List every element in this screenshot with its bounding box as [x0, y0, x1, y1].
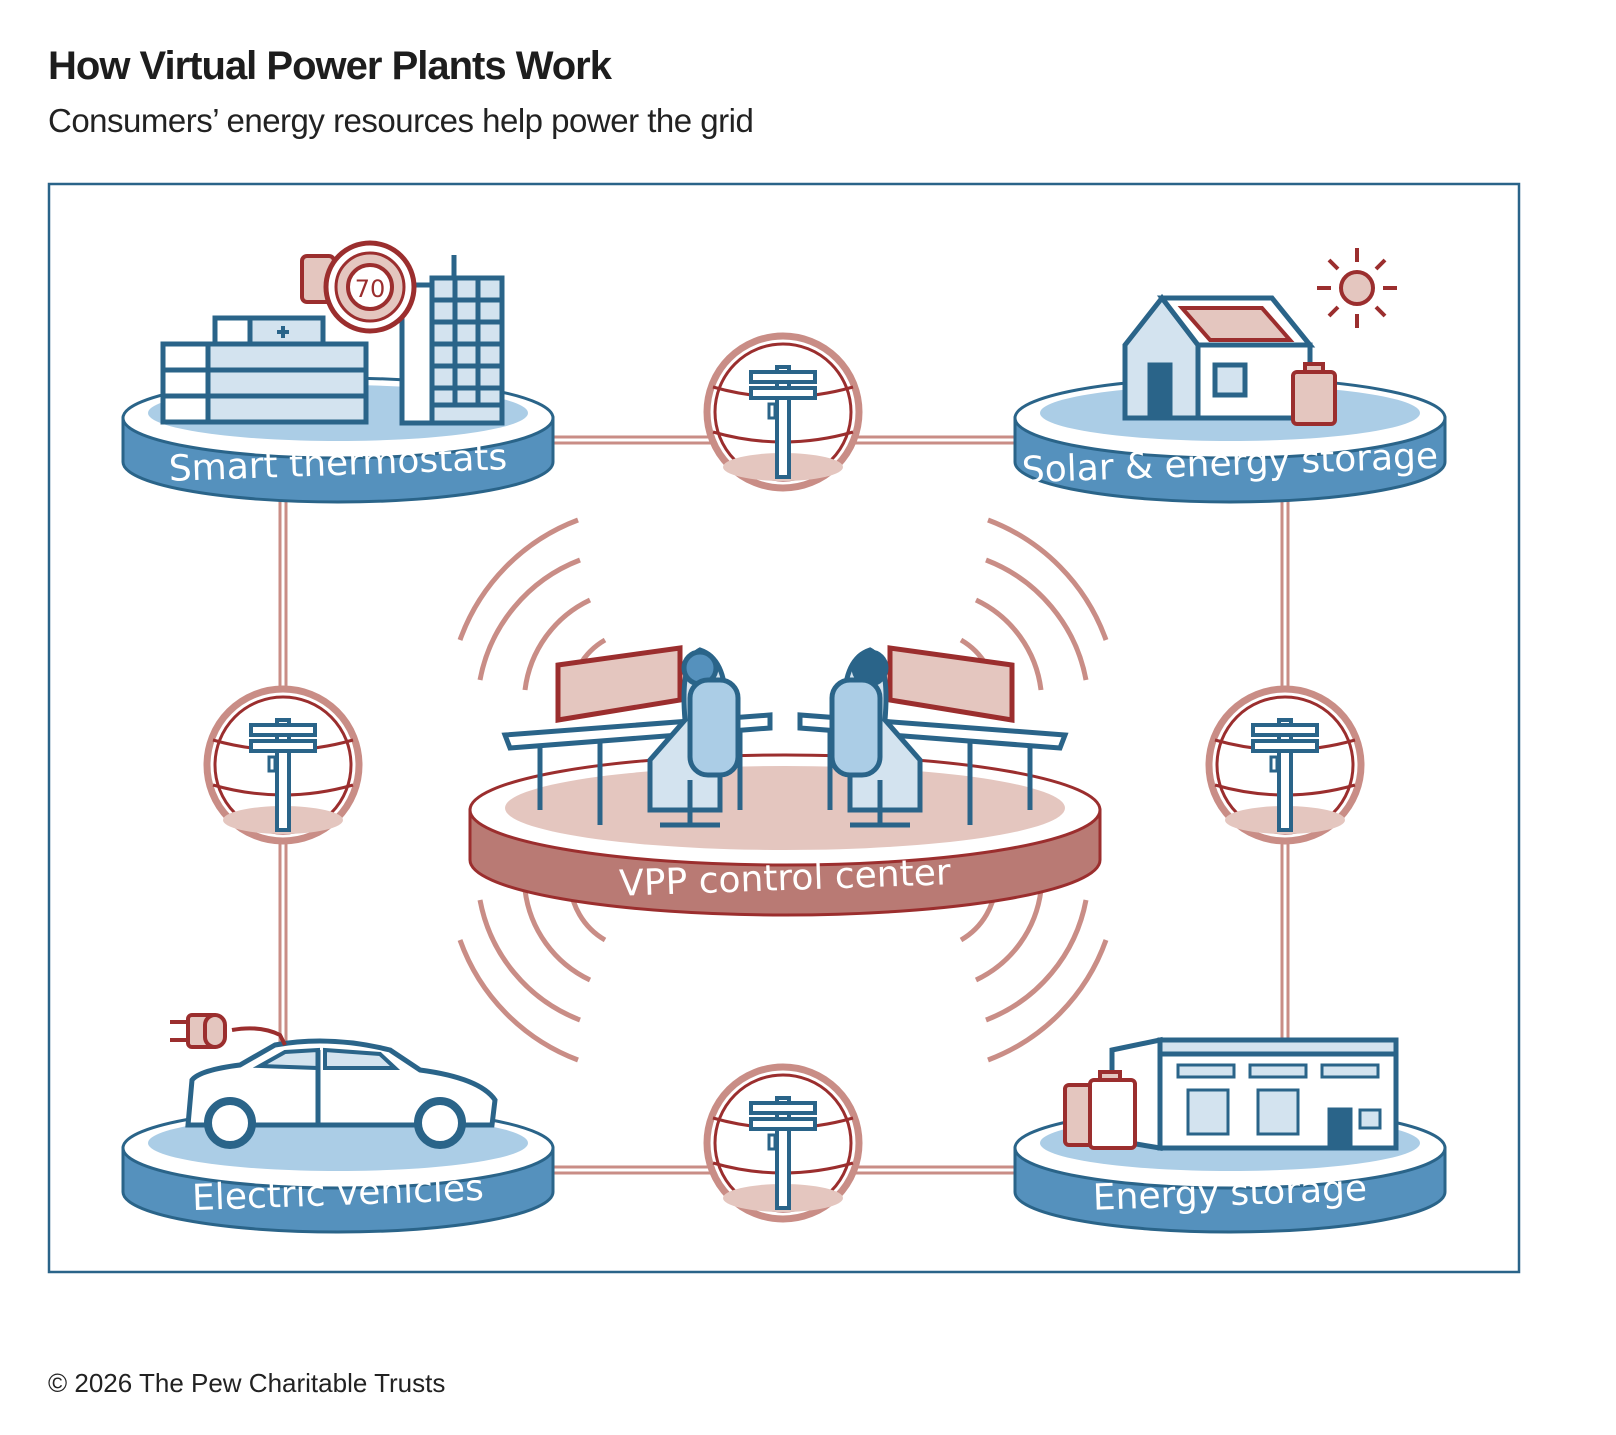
operator-workstation-icon — [797, 645, 1069, 828]
node-solar-energy-storage: Solar & energy storage — [1013, 248, 1447, 504]
hospital-building-icon — [160, 315, 369, 425]
power-pole-icon-bottom — [703, 1063, 863, 1223]
plug-icon — [170, 1013, 287, 1049]
house-icon — [1122, 293, 1316, 421]
thermostat-icon: 70 — [323, 240, 417, 334]
thermostat-reading: 70 — [355, 275, 386, 303]
sun-icon — [1317, 248, 1397, 328]
operator-workstation-icon — [501, 645, 773, 828]
battery-icon — [1063, 1070, 1137, 1150]
warehouse-icon — [1109, 1036, 1399, 1151]
node-energy-storage: Energy storage — [1013, 1036, 1447, 1234]
node-smart-thermostats: 70 Smart thermostats — [121, 240, 555, 504]
power-pole-icon-top — [703, 332, 863, 492]
battery-icon — [1291, 362, 1337, 426]
page-title: How Virtual Power Plants Work — [48, 44, 612, 88]
energy-storage-label: Energy storage — [1092, 1168, 1368, 1219]
signal-waves-icon — [457, 517, 1109, 1063]
office-building-icon — [399, 255, 505, 426]
node-electric-vehicles: Electric vehicles — [121, 1013, 555, 1234]
car-icon — [185, 1038, 498, 1149]
power-pole-icon-left — [203, 685, 363, 845]
diagram-frame — [47, 182, 1521, 1274]
vpp-control-center: VPP control center — [468, 645, 1102, 917]
copyright-credit: © 2026 The Pew Charitable Trusts — [48, 1368, 446, 1398]
power-pole-icon-right — [1205, 685, 1365, 845]
page-subtitle: Consumers’ energy resources help power t… — [48, 102, 754, 139]
electric-vehicles-label: Electric vehicles — [191, 1168, 484, 1219]
